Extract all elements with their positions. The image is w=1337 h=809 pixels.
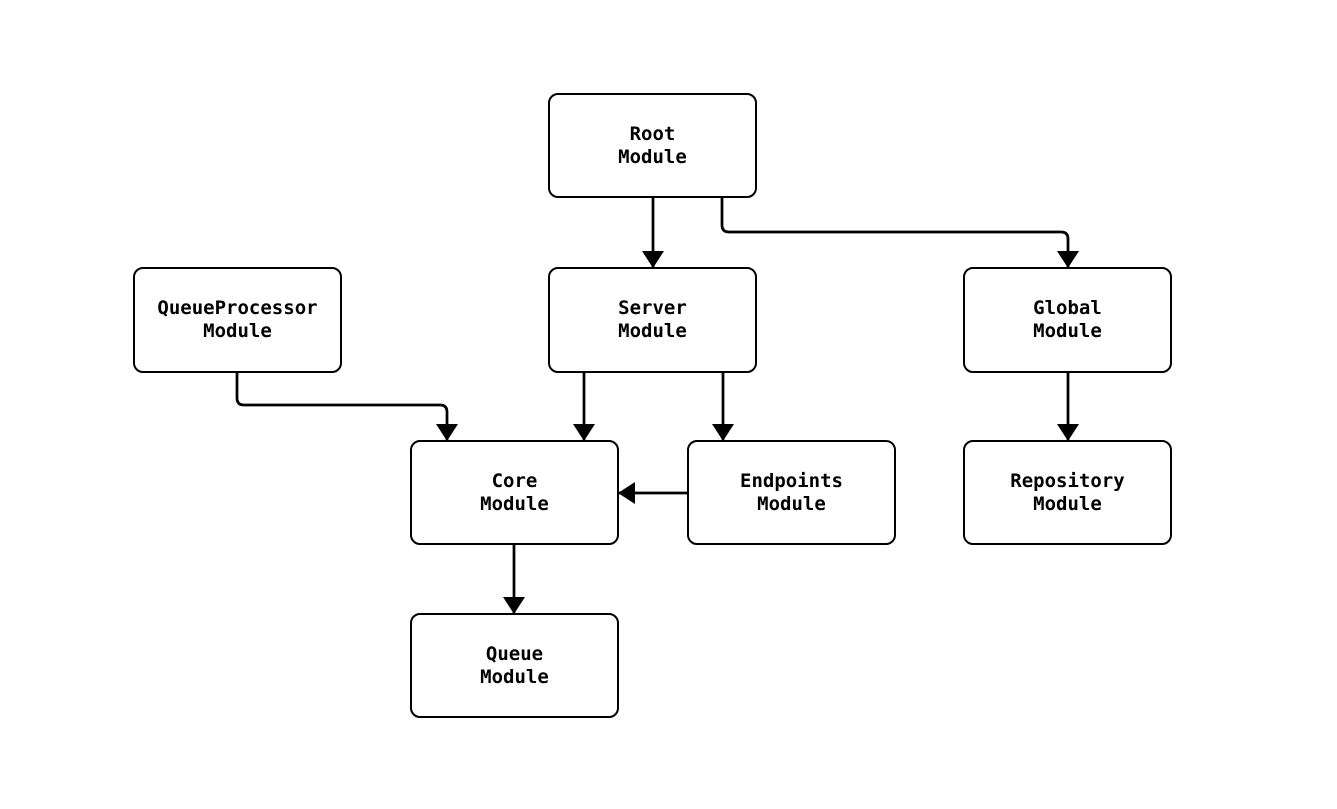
node-endpoints-module: Endpoints Module [687,440,896,545]
node-core-module-label: Core Module [480,469,549,515]
node-queueprocessor-module-label: QueueProcessor Module [157,297,318,342]
node-server-module: Server Module [548,267,757,373]
node-queueprocessor-module: QueueProcessor Module [133,267,342,373]
node-queue-module-label: Queue Module [480,642,549,688]
node-core-module: Core Module [410,440,619,545]
node-global-module-label: Global Module [1033,297,1102,342]
edge-queueprocessor-to-core [235,373,458,441]
node-repository-module: Repository Module [963,440,1172,545]
node-global-module: Global Module [963,267,1172,373]
node-root-module-label: Root Module [618,122,687,168]
edge-root-to-global [720,198,1079,268]
node-repository-module-label: Repository Module [1010,469,1125,515]
node-root-module: Root Module [548,93,757,198]
node-endpoints-module-label: Endpoints Module [740,469,843,515]
node-server-module-label: Server Module [618,297,687,342]
node-queue-module: Queue Module [410,613,619,718]
